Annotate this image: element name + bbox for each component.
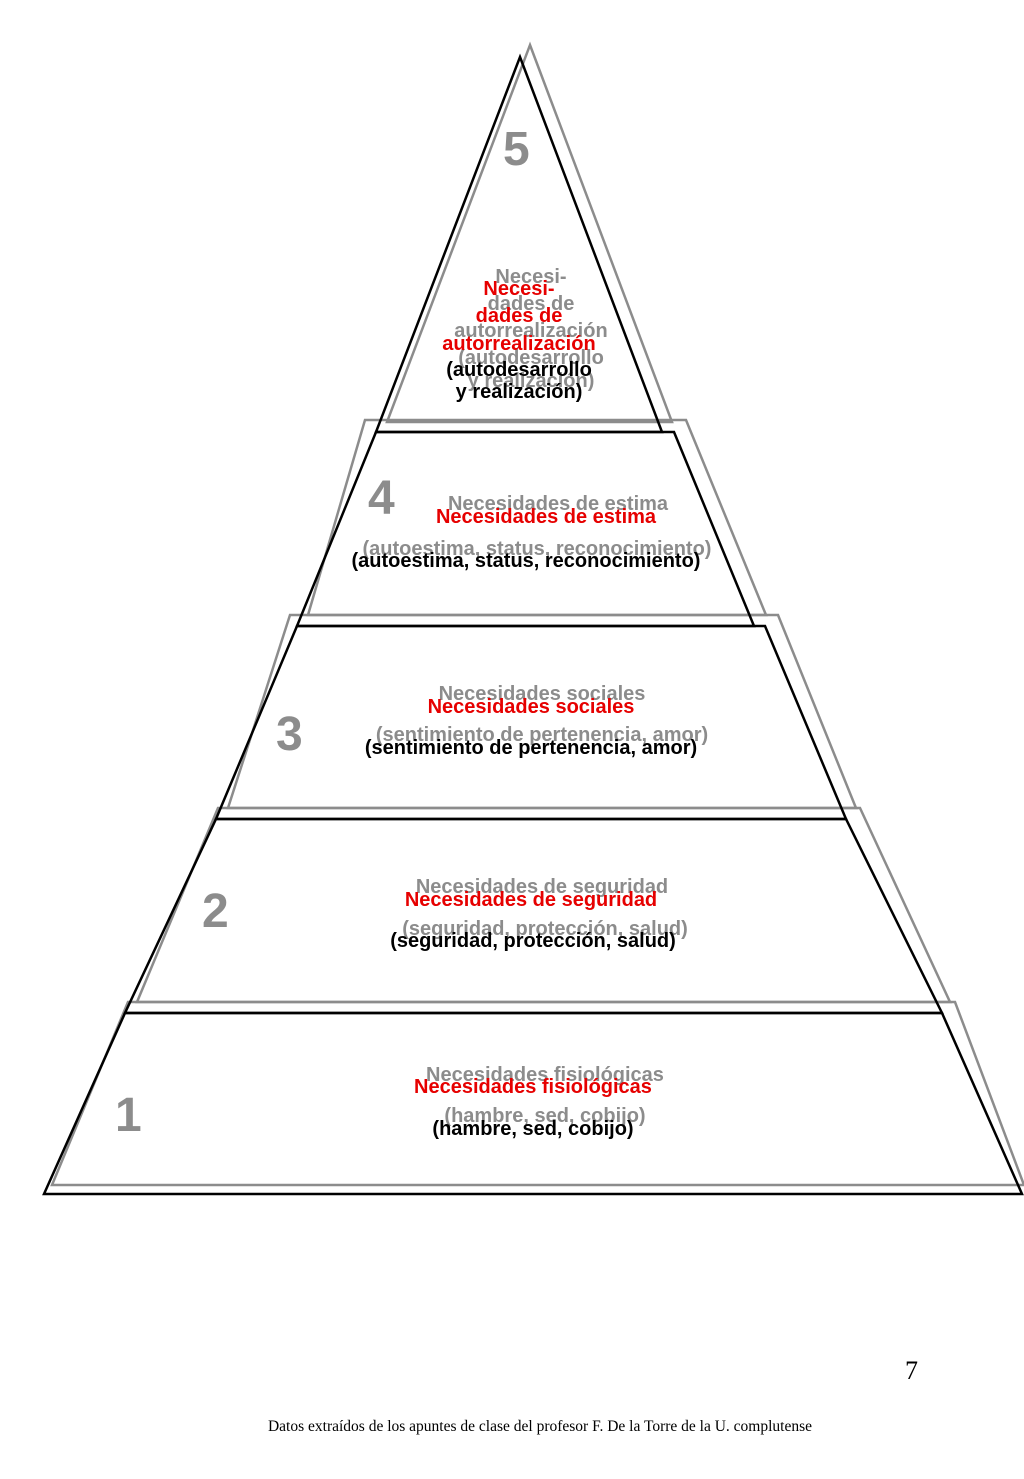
level-3-title: Necesidades sociales (428, 696, 635, 718)
level-3-shape (214, 624, 848, 821)
level-5-title-line-1: Necesi- (483, 278, 554, 300)
level-5-shadow-title-line-2: dades de (488, 293, 575, 315)
level-3-number: 3 (276, 708, 303, 761)
level-2-shape (123, 817, 945, 1015)
level-2-shadow-text: Necesidades de seguridad (seguridad, pro… (402, 876, 688, 940)
level-1-desc: (hambre, sed, cobijo) (432, 1118, 633, 1140)
level-1-shadow-title: Necesidades fisiológicas (426, 1064, 664, 1086)
level-4-title: Necesidades de estima (436, 506, 657, 528)
level-2-text: Necesidades de seguridad (seguridad, pro… (390, 889, 676, 952)
level-5-shadow-desc-line-2: y realización) (468, 370, 595, 392)
level-5-shadow-title-line-3: autorrealización (454, 320, 607, 342)
level-1-title: Necesidades fisiológicas (414, 1076, 652, 1098)
shadow-level-1 (50, 1000, 1024, 1187)
level-4-shadow-text: Necesidades de estima (autoestima, statu… (363, 493, 712, 560)
level-3-text: Necesidades sociales (sentimiento de per… (365, 696, 697, 759)
level-3-shadow-title: Necesidades sociales (439, 683, 646, 705)
level-5-text: Necesi- dades de autorrealización (autod… (442, 278, 595, 403)
level-2-shadow-desc: (seguridad, protección, salud) (402, 918, 688, 940)
level-5-title-line-3: autorrealización (442, 333, 595, 355)
level-2-title: Necesidades de seguridad (405, 889, 657, 911)
level-1-shadow-desc: (hambre, sed, cobijo) (444, 1105, 645, 1127)
level-2-number: 2 (202, 885, 229, 938)
level-4-shape (295, 430, 756, 628)
pyramid-outline (42, 53, 1024, 1196)
page-number: 7 (905, 1356, 918, 1385)
level-2-shadow-title: Necesidades de seguridad (416, 876, 668, 898)
level-5-number: 5 (503, 123, 530, 176)
level-3-desc: (sentimiento de pertenencia, amor) (365, 737, 697, 759)
pyramid-shadow (50, 41, 1024, 1187)
shadow-level-5 (385, 41, 674, 424)
level-1-number: 1 (115, 1089, 142, 1142)
level-4-text: Necesidades de estima (autoestima, statu… (352, 506, 701, 572)
level-1-text: Necesidades fisiológicas (hambre, sed, c… (414, 1076, 652, 1140)
level-5-shadow-title-line-1: Necesi- (495, 266, 566, 288)
level-4-shadow-desc: (autoestima, status, reconocimiento) (363, 538, 712, 560)
level-5-desc-line-1: (autodesarrollo (446, 359, 592, 381)
level-1-shape (42, 1011, 1024, 1196)
level-5-shadow-text: Necesi- dades de autorrealización (autod… (454, 266, 607, 392)
level-3-shadow-text: Necesidades sociales (sentimiento de per… (376, 683, 708, 746)
level-1-shadow-text: Necesidades fisiológicas (hambre, sed, c… (426, 1064, 664, 1127)
level-5-desc-line-2: y realización) (456, 381, 583, 403)
level-4-desc: (autoestima, status, reconocimiento) (352, 550, 701, 572)
level-4-number: 4 (368, 472, 395, 525)
level-5-title-line-2: dades de (476, 305, 563, 327)
level-2-desc: (seguridad, protección, salud) (390, 930, 676, 952)
footer-note: Datos extraídos de los apuntes de clase … (267, 1418, 813, 1435)
level-5-shadow-desc-line-1: (autodesarrollo (458, 347, 604, 369)
level-4-shadow-title: Necesidades de estima (448, 493, 669, 515)
level-3-shadow-desc: (sentimiento de pertenencia, amor) (376, 724, 708, 746)
